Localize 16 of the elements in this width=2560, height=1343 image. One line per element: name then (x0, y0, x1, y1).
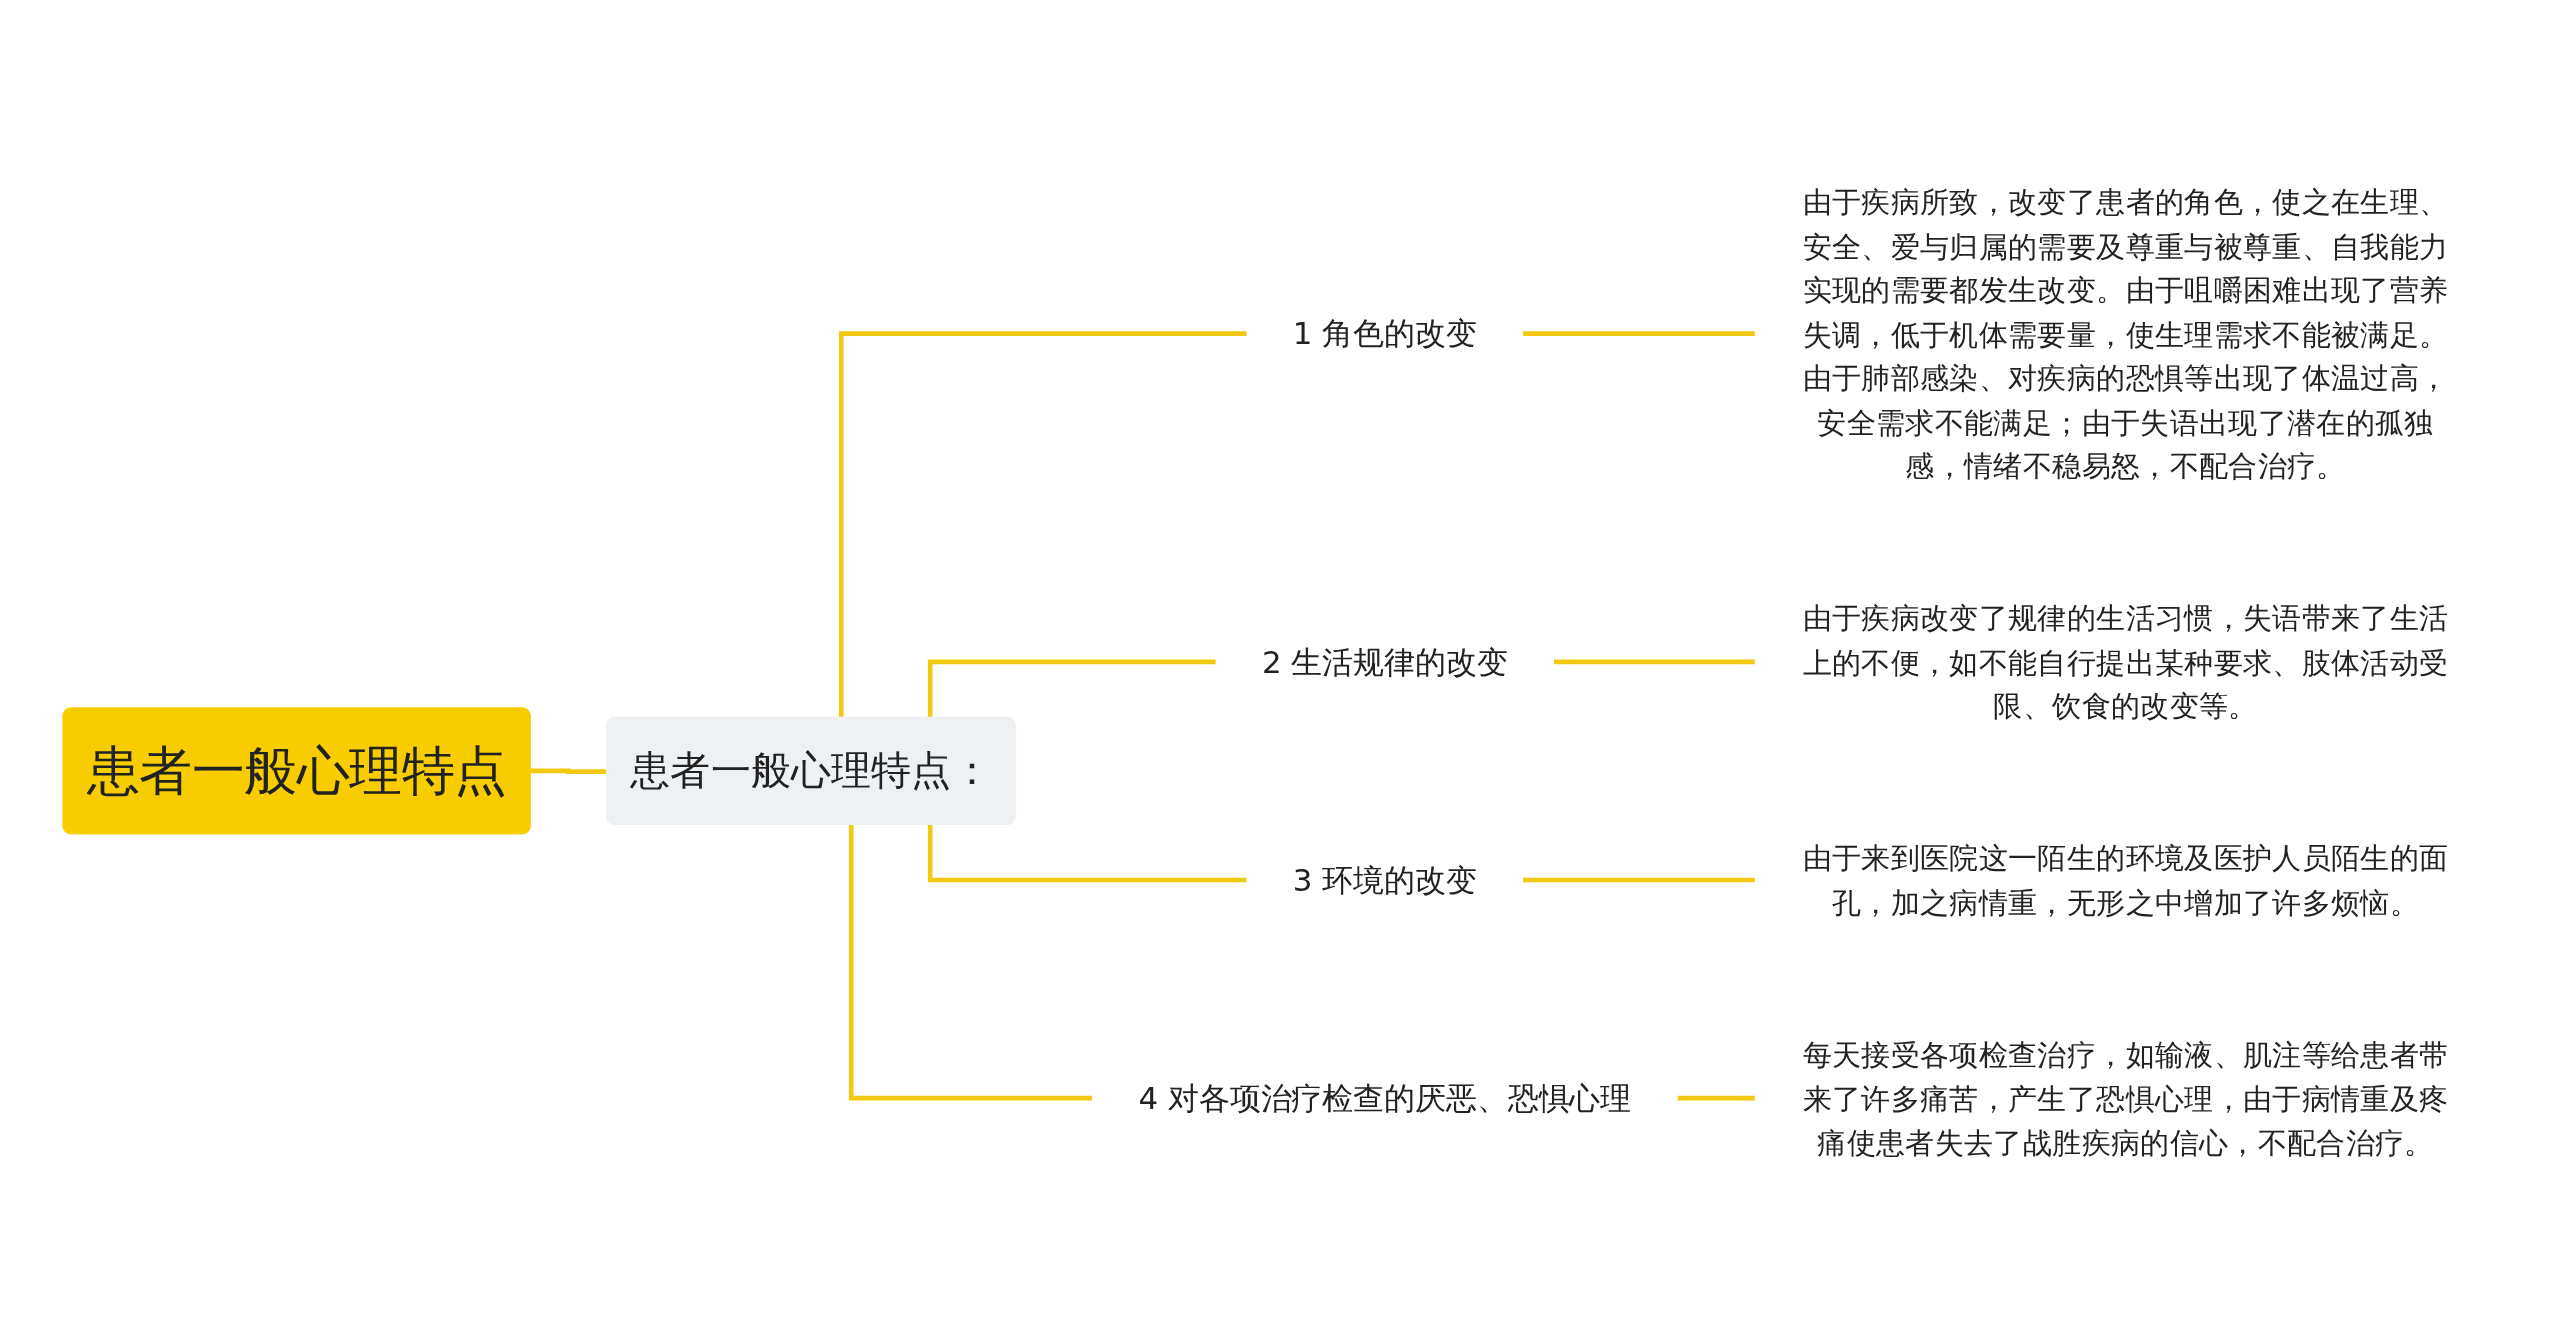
connector (1551, 659, 1756, 664)
connector (839, 330, 1247, 719)
node-text: 4 对各项治疗检查的厌恶、恐惧心理 (1138, 1079, 1632, 1117)
node-text: 由于来到医院这一陌生的环境及医护人员陌生的面孔，加之病情重，无形之中增加了许多烦恼。 (1802, 840, 2449, 919)
connector (928, 824, 1247, 882)
node-text: 每天接受各项检查治疗，如输液、肌注等给患者带来了许多痛苦，产生了恐惧心理，由于病情重及疼痛使患者失去了战胜疾病的信心，不配合治疗。 (1802, 1036, 2449, 1159)
connector (928, 659, 1216, 719)
node-text: 由于疾病改变了规律的生活习惯，失语带来了生活上的不便，如不能自行提出某种要求、肢体活动受限、饮食的改变等。 (1802, 600, 2449, 723)
connector (1521, 877, 1756, 882)
node-text: 1 角色的改变 (1293, 314, 1478, 352)
node-text: 由于疾病所致，改变了患者的角色，使之在生理、安全、爱与归属的需要及尊重与被尊重、自我能力实现的需要都发生改变。由于咀嚼困难出现了营养失调，低于机体需要量，使生理需求不能被满足。由于肺部感染、对疾病的恐惧等出现了体温过高，安全需求不能满足；由于失语出现了潜在的孤独感，情绪不稳易怒，不配合治疗。 (1802, 183, 2449, 482)
connector (1521, 330, 1756, 336)
connector (849, 824, 1093, 1101)
connector (1675, 1095, 1756, 1101)
node-text: 3 环境的改变 (1293, 861, 1478, 899)
node-text: 2 生活规律的改变 (1262, 642, 1508, 680)
